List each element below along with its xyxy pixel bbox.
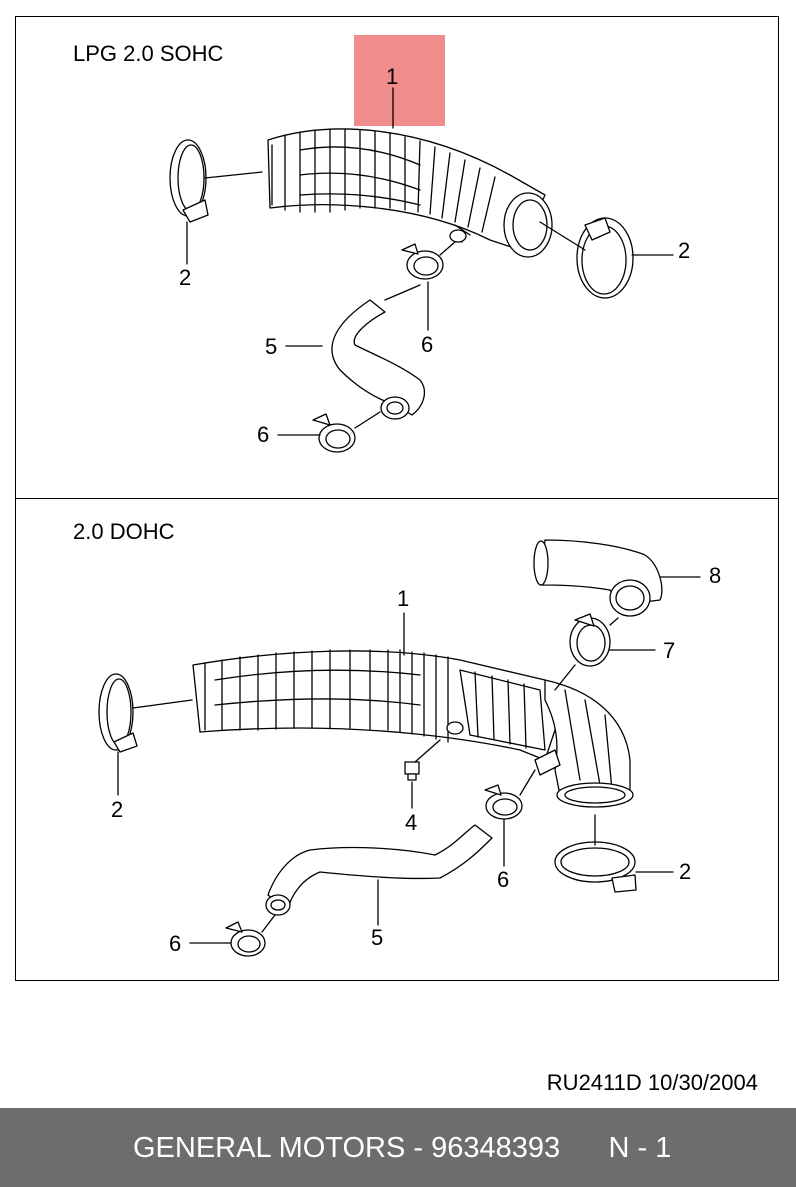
callout-bottom-2-right: 2 [679,859,691,884]
clamp-seven [569,613,611,667]
small-clamp-lower [312,413,356,453]
highlight-box [354,35,445,126]
callout-bottom-4: 4 [405,810,417,835]
callout-bottom-6-left: 6 [169,931,181,956]
small-clamp-bottom [225,921,266,957]
resonator-tube [533,539,663,617]
callout-bottom-5: 5 [371,925,383,950]
clamp-right [576,217,634,299]
callout-top-2-left: 2 [179,265,191,290]
callout-top-6-lower: 6 [257,422,269,447]
footer-bar: GENERAL MOTORS - 96348393 N - 1 [0,1108,796,1187]
callout-bottom-7: 7 [663,638,675,663]
panel-title: 2.0 DOHC [73,519,175,544]
callout-top-1: 1 [386,64,398,89]
clamp-left-dohc [98,673,138,753]
small-clamp-mid [484,784,523,820]
callout-numbers: 1 2 2 5 6 6 1 2 2 4 5 6 6 7 8 [111,64,721,956]
callout-top-2-right: 2 [678,238,690,263]
callout-bottom-2-left: 2 [111,797,123,822]
callout-top-5: 5 [265,334,277,359]
callout-top-6-upper: 6 [421,332,433,357]
intake-hose-dohc [192,649,634,808]
footer-brand: GENERAL MOTORS [133,1132,406,1164]
footer-page: N - 1 [608,1132,672,1164]
vent-hose-dohc [265,824,493,916]
clamp-left [169,139,209,223]
clamp-right-dohc [554,841,637,893]
vent-hose [331,299,426,420]
footer-part-number: 96348393 [431,1132,561,1164]
footer-text: GENERAL MOTORS - 96348393 N - 1 [133,1132,671,1165]
footer-separator: - [405,1132,432,1164]
reference-code: RU2411D 10/30/2004 [546,1070,758,1095]
diagram-panel-dohc: 2.0 DOHC [15,498,779,981]
panel-title: LPG 2.0 SOHC [73,41,224,66]
parts-illustration: 1 2 2 5 6 6 1 2 2 4 5 6 6 7 8 [98,35,721,957]
footer-gap [560,1132,608,1164]
intake-hose [267,128,553,258]
callout-bottom-1: 1 [397,586,409,611]
callout-bottom-6-mid: 6 [497,867,509,892]
nipple-part-4 [404,761,420,781]
small-clamp-upper [401,243,444,280]
callout-bottom-8: 8 [709,563,721,588]
